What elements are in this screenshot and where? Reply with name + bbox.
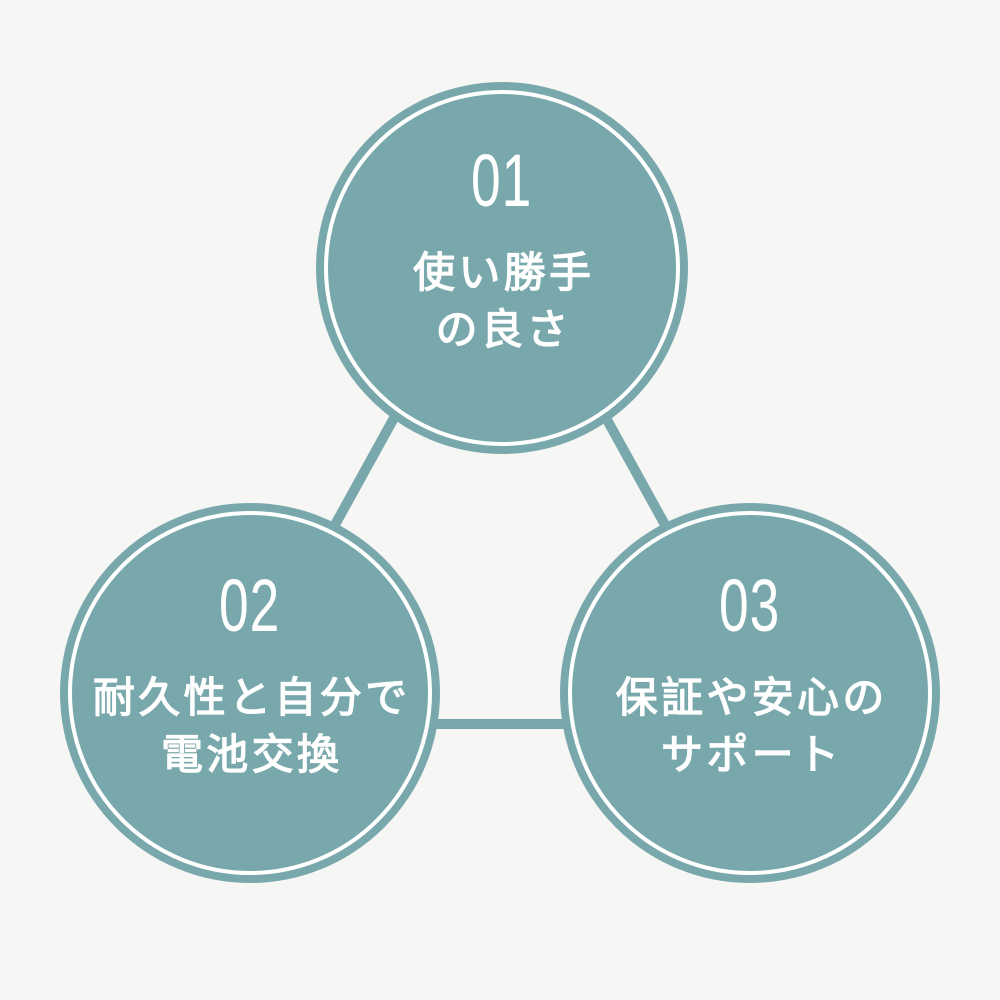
circle-content: 02 耐久性と自分で 電池交換: [90, 569, 411, 783]
circle-label-line: サポート: [660, 731, 843, 778]
circle-label: 使い勝手 の良さ: [410, 244, 595, 358]
circle-label-line: 電池交換: [160, 731, 343, 778]
feature-circle-01: 01 使い勝手 の良さ: [316, 82, 688, 454]
circle-label: 保証や安心の サポート: [612, 669, 888, 783]
circle-number: 03: [719, 564, 781, 647]
circle-label-line: 耐久性と自分で: [92, 674, 411, 721]
circle-label-line: 保証や安心の: [615, 674, 888, 721]
circle-number: 01: [471, 139, 533, 222]
circle-content: 03 保証や安心の サポート: [612, 569, 888, 783]
circle-label-line: の良さ: [435, 306, 572, 353]
circle-number: 02: [219, 564, 281, 647]
circle-label-line: 使い勝手: [412, 249, 595, 296]
feature-circle-02: 02 耐久性と自分で 電池交換: [60, 503, 440, 883]
circle-content: 01 使い勝手 の良さ: [410, 144, 595, 358]
circle-label: 耐久性と自分で 電池交換: [90, 669, 411, 783]
feature-circle-03: 03 保証や安心の サポート: [560, 503, 940, 883]
